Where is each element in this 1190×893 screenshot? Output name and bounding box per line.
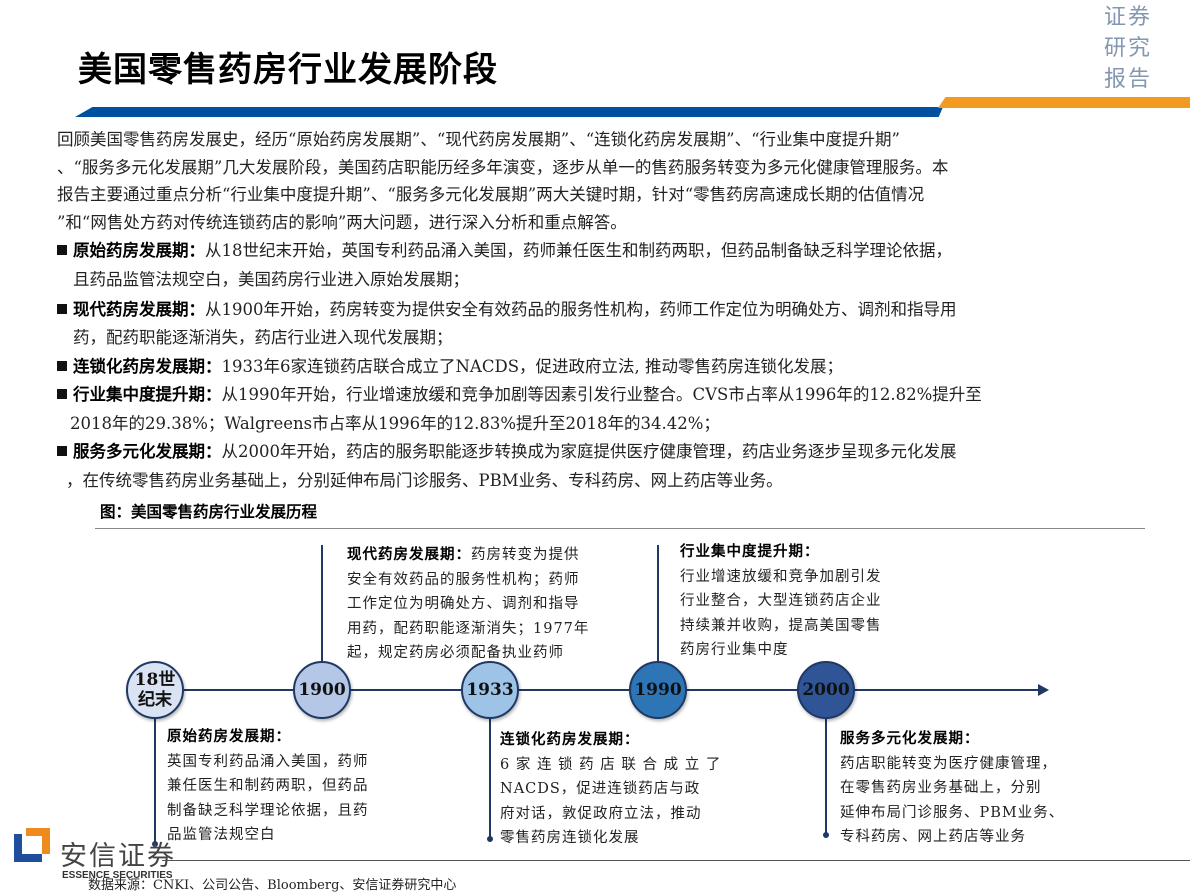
bullet-heading: 原始药房发展期：: [73, 241, 205, 260]
timeline-node-1900: 1900: [293, 661, 351, 719]
brand-name-en: ESSENCE SECURITIES: [62, 870, 173, 881]
connector-dot: [487, 836, 493, 842]
square-bullet-icon: [57, 361, 67, 371]
stage-title: 原始药房发展期：: [167, 728, 291, 745]
stage-text: 专科药房、网上药店等业务: [840, 829, 1026, 846]
figure-caption: 图：美国零售药房行业发展历程: [100, 502, 318, 521]
connector-dot: [152, 841, 158, 847]
stage-block-modern: 现代药房发展期：药房转变为提供 安全有效药品的服务性机构；药师 工作定位为明确处…: [347, 543, 589, 666]
stage-text: NACDS，促进连锁药店与政: [500, 781, 701, 798]
bullet-text: 且药品监管法规空白，美国药房行业进入原始发展期；: [73, 270, 469, 289]
data-source: 数据来源：CNKI、公司公告、Bloomberg、安信证券研究中心: [88, 878, 457, 893]
report-label: 证券 研究 报告: [1104, 2, 1160, 95]
bullet-item: 行业集中度提升期：从1990年开始，行业增速放缓和竞争加剧等因素引发行业整合。C…: [57, 381, 982, 409]
stage-text: 用药，配药职能逐渐消失；1977年: [347, 620, 590, 637]
bullet-heading: 连锁化药房发展期：: [73, 357, 222, 376]
stage-text: 品监管法规空白: [167, 827, 276, 844]
bullet-item: 现代药房发展期：从1900年开始，药房转变为提供安全有效药品的服务性机构，药师工…: [57, 296, 957, 324]
bullet-heading: 服务多元化发展期：: [73, 442, 222, 461]
connector-line: [321, 545, 323, 663]
stage-block-primitive: 原始药房发展期： 英国专利药品涌入美国，药师 兼任医生和制药两职，但药品 制备缺…: [167, 725, 369, 848]
bullet-item: 服务多元化发展期：从2000年开始，药店的服务职能逐步转换成为家庭提供医疗健康管…: [57, 438, 957, 466]
connector-line: [489, 718, 491, 838]
bullet-text: 从1900年开始，药房转变为提供安全有效药品的服务性机构，药师工作定位为明确处方…: [205, 300, 957, 319]
connector-line: [154, 718, 156, 843]
arrow-right-icon: [1038, 684, 1049, 696]
stage-text: 延伸布局门诊服务、PBM业务、: [840, 804, 1065, 821]
connector-line: [825, 718, 827, 834]
intro-line: ”和“网售处方药对传统连锁药店的影响”两大问题，进行深入分析和重点解答。: [57, 213, 627, 232]
caption-divider: [95, 528, 1145, 529]
stage-block-diversified: 服务多元化发展期： 药店职能转变为医疗健康管理， 在零售药房业务基础上，分别 延…: [840, 727, 1064, 850]
timeline-node-18th-century: 18世纪末: [126, 661, 184, 719]
stage-title: 服务多元化发展期：: [840, 730, 980, 747]
report-label-line: 证券: [1104, 5, 1153, 30]
stage-block-concentration: 行业集中度提升期： 行业增速放缓和竞争加剧引发 行业整合，大型连锁药店企业 持续…: [680, 540, 882, 663]
bullet-text: ，在传统零售药房业务基础上，分别延伸布局门诊服务、PBM业务、专科药房、网上药店…: [66, 471, 783, 490]
square-bullet-icon: [57, 304, 67, 314]
timeline-axis: [150, 689, 1042, 691]
footer-divider: [162, 860, 1190, 861]
stage-text: 药房转变为提供: [471, 547, 580, 563]
bullet-text: 从1990年开始，行业增速放缓和竞争加剧等因素引发行业整合。CVS市占率从199…: [221, 385, 982, 404]
stage-text: 药房行业集中度: [680, 642, 789, 659]
bullet-text: 从2000年开始，药店的服务职能逐步转换成为家庭提供医疗健康管理，药店业务逐步呈…: [221, 442, 957, 461]
report-label-line: 报告: [1104, 67, 1153, 92]
stage-block-chain: 连锁化药房发展期： 6 家 连 锁 药 店 联 合 成 立 了 NACDS，促进…: [500, 728, 721, 851]
timeline-node-2000: 2000: [797, 661, 855, 719]
timeline-node-1990: 1990: [629, 661, 687, 719]
timeline-node-1933: 1933: [461, 661, 519, 719]
stage-text: 行业整合，大型连锁药店企业: [680, 593, 882, 610]
essence-logo-icon: [14, 828, 50, 862]
square-bullet-icon: [57, 245, 67, 255]
stage-text: 工作定位为明确处方、调剂和指导: [347, 596, 580, 613]
brand-name: 安信证券: [60, 841, 176, 872]
bullet-text: 2018年的29.38%；Walgreens市占率从1996年的12.83%提升…: [70, 414, 720, 433]
header-orange-bar: [938, 97, 1190, 108]
square-bullet-icon: [57, 446, 67, 456]
bullet-item: 连锁化药房发展期：1933年6家连锁药店联合成立了NACDS，促进政府立法, 推…: [57, 353, 843, 381]
stage-title: 行业集中度提升期：: [680, 543, 820, 560]
stage-text: 在零售药房业务基础上，分别: [840, 780, 1042, 797]
intro-line: 回顾美国零售药房发展史，经历“原始药房发展期”、“现代药房发展期”、“连锁化药房…: [57, 130, 900, 149]
header-blue-bar: [75, 107, 943, 117]
bullet-text: 从18世纪末开始，英国专利药品涌入美国，药师兼任医生和制药两职，但药品制备缺乏科…: [205, 241, 952, 260]
intro-line: 报告主要通过重点分析“行业集中度提升期”、“服务多元化发展期”两大关键时期，针对…: [57, 185, 925, 204]
page-title: 美国零售药房行业发展阶段: [78, 50, 498, 90]
stage-text: 制备缺乏科学理论依据，且药: [167, 802, 369, 819]
square-bullet-icon: [57, 389, 67, 399]
stage-text: 持续兼并收购，提高美国零售: [680, 617, 882, 634]
stage-text: 安全有效药品的服务性机构；药师: [347, 571, 580, 588]
stage-text: 行业增速放缓和竞争加剧引发: [680, 568, 882, 585]
stage-text: 起，规定药房必须配备执业药师: [347, 645, 564, 662]
intro-line: 、“服务多元化发展期”几大发展阶段，美国药店职能历经多年演变，逐步从单一的售药服…: [57, 158, 949, 177]
stage-text: 药店职能转变为医疗健康管理，: [840, 755, 1057, 772]
bullet-heading: 行业集中度提升期：: [73, 385, 222, 404]
connector-line: [657, 545, 659, 663]
bullet-heading: 现代药房发展期：: [73, 300, 205, 319]
stage-text: 英国专利药品涌入美国，药师: [167, 753, 369, 770]
stage-title: 现代药房发展期：: [347, 546, 471, 563]
stage-text: 6 家 连 锁 药 店 联 合 成 立 了: [500, 756, 722, 773]
stage-text: 府对话，敦促政府立法，推动: [500, 805, 702, 822]
connector-dot: [823, 832, 829, 838]
bullet-item: 原始药房发展期：从18世纪末开始，英国专利药品涌入美国，药师兼任医生和制药两职，…: [57, 237, 952, 265]
stage-text: 零售药房连锁化发展: [500, 830, 640, 847]
stage-title: 连锁化药房发展期：: [500, 731, 640, 748]
report-label-line: 研究: [1104, 36, 1153, 61]
stage-text: 兼任医生和制药两职，但药品: [167, 778, 369, 795]
bullet-text: 1933年6家连锁药店联合成立了NACDS，促进政府立法, 推动零售药房连锁化发…: [221, 357, 844, 376]
bullet-text: 药，配药职能逐渐消失，药店行业进入现代发展期；: [73, 328, 453, 347]
